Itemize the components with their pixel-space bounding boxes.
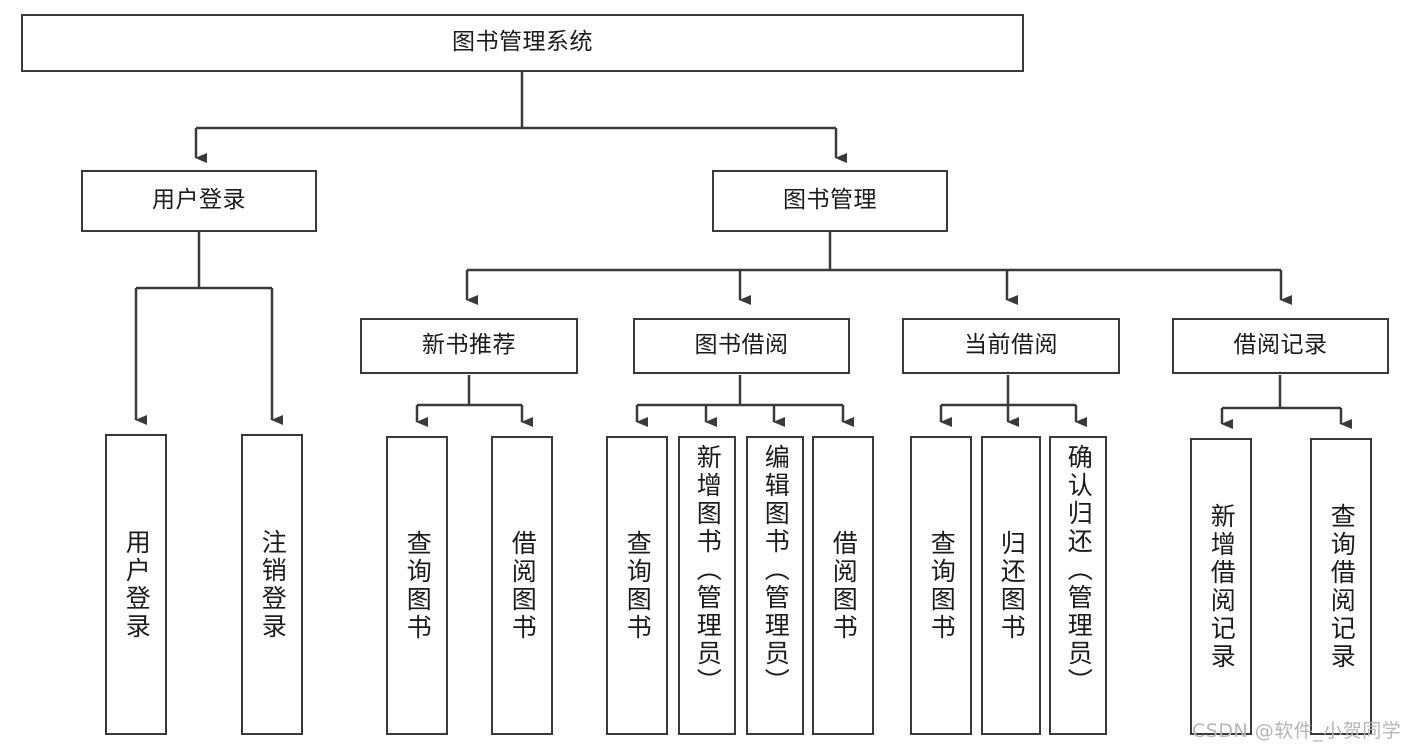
node-borrow-record[interactable]: 借阅记录	[1172, 318, 1389, 374]
node-leaf-query-book-2[interactable]: 查询图书	[606, 436, 668, 735]
node-current-borrow[interactable]: 当前借阅	[902, 318, 1120, 374]
node-leaf-add-record-label: 新增借阅记录	[1207, 502, 1237, 671]
node-leaf-query-record[interactable]: 查询借阅记录	[1310, 438, 1372, 735]
csdn-watermark: CSDN @软件_小贺同学	[1192, 720, 1402, 742]
node-current-borrow-label: 当前借阅	[964, 332, 1058, 359]
node-leaf-edit-book[interactable]: 编辑图书（管理员）	[746, 436, 804, 735]
node-leaf-confirm-return-label: 确认归还（管理员）	[1064, 444, 1094, 696]
node-leaf-query-book-3-label: 查询图书	[927, 529, 957, 642]
node-leaf-query-book-1-label: 查询图书	[403, 529, 433, 642]
node-leaf-borrow-book-1-label: 借阅图书	[508, 529, 538, 642]
node-leaf-add-book-label: 新增图书（管理员）	[693, 444, 723, 696]
node-borrow-record-label: 借阅记录	[1233, 332, 1328, 359]
node-leaf-borrow-book-2-label: 借阅图书	[829, 529, 859, 642]
node-leaf-query-book-2-label: 查询图书	[623, 529, 653, 642]
node-user-login[interactable]: 用户登录	[81, 170, 317, 232]
node-book-borrow[interactable]: 图书借阅	[633, 318, 850, 374]
node-leaf-add-record[interactable]: 新增借阅记录	[1190, 438, 1252, 735]
node-leaf-borrow-book-1[interactable]: 借阅图书	[491, 436, 553, 735]
node-user-login-label: 用户登录	[152, 187, 246, 214]
node-leaf-query-book-3[interactable]: 查询图书	[910, 436, 972, 735]
node-leaf-logout-login[interactable]: 注销登录	[241, 434, 303, 735]
node-leaf-query-book-1[interactable]: 查询图书	[386, 436, 448, 735]
node-book-borrow-label: 图书借阅	[694, 332, 789, 359]
node-leaf-query-record-label: 查询借阅记录	[1327, 502, 1357, 671]
node-leaf-logout-login-label: 注销登录	[258, 528, 288, 641]
node-leaf-edit-book-label: 编辑图书（管理员）	[761, 444, 791, 696]
node-leaf-borrow-book-2[interactable]: 借阅图书	[812, 436, 874, 735]
node-leaf-user-login[interactable]: 用户登录	[105, 434, 167, 735]
node-root[interactable]: 图书管理系统	[21, 14, 1024, 72]
node-book-manage-label: 图书管理	[783, 187, 877, 214]
node-root-label: 图书管理系统	[452, 29, 593, 56]
node-leaf-return-book-label: 归还图书	[997, 529, 1027, 642]
node-new-book-recommend[interactable]: 新书推荐	[360, 318, 578, 374]
node-new-book-recommend-label: 新书推荐	[422, 332, 516, 359]
node-leaf-add-book[interactable]: 新增图书（管理员）	[678, 436, 736, 735]
node-leaf-return-book[interactable]: 归还图书	[981, 436, 1041, 735]
node-book-manage[interactable]: 图书管理	[712, 170, 948, 232]
node-leaf-user-login-label: 用户登录	[122, 528, 152, 641]
node-leaf-confirm-return[interactable]: 确认归还（管理员）	[1049, 436, 1107, 735]
